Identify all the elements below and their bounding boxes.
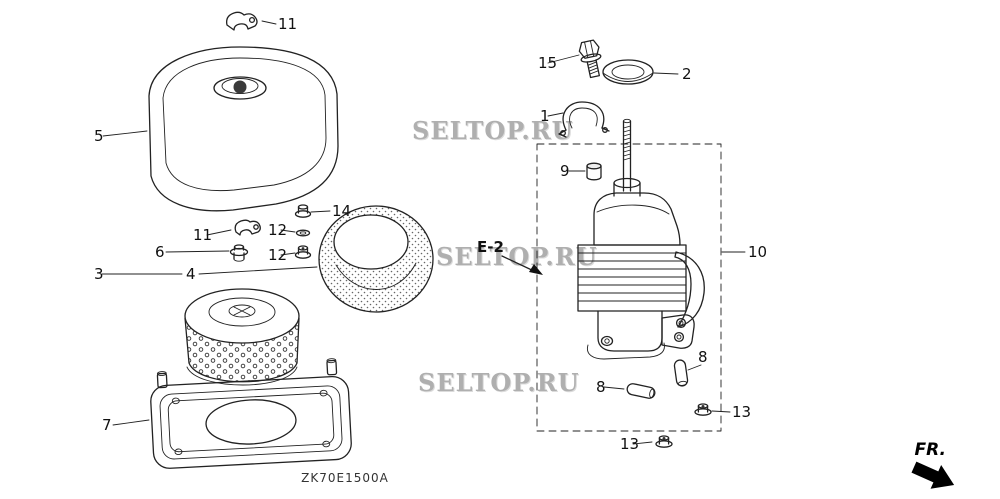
fr-label: FR.	[915, 440, 946, 460]
callout-label: 7	[102, 416, 112, 434]
assembly-boundary-10	[536, 143, 722, 432]
callout-label: 11	[278, 15, 297, 33]
tube-8-left	[626, 383, 656, 399]
nut-13-right	[694, 403, 712, 416]
e2-arrow	[501, 255, 543, 275]
base-plate-7	[150, 358, 352, 469]
callout-label: 1	[540, 107, 550, 125]
callout-label: 10	[748, 243, 767, 261]
nut-14	[294, 204, 312, 218]
grommet-6	[229, 244, 249, 262]
callout-label: 2	[682, 65, 692, 83]
spacer-9	[586, 162, 602, 181]
gasket-2	[602, 59, 654, 85]
callout-label: 11	[193, 226, 212, 244]
callout-label: 3	[94, 265, 104, 283]
paper-element-3	[184, 288, 300, 386]
tube-8-right	[673, 359, 689, 387]
callout-label: 12	[268, 246, 287, 264]
callout-label: 12	[268, 221, 287, 239]
nut-13-bottom	[655, 435, 673, 448]
callout-label: 6	[155, 243, 165, 261]
stud-bolt	[622, 118, 632, 192]
cover-5	[148, 46, 339, 212]
callout-label: 14	[332, 202, 351, 220]
leader-lines	[101, 20, 746, 445]
callout-label: 5	[94, 127, 104, 145]
air-cleaner-case-10	[577, 177, 705, 360]
washer-12	[295, 229, 311, 237]
detail-ref-label: E-2	[477, 238, 504, 256]
clip-11-top	[226, 11, 258, 31]
foam-element-4	[318, 205, 434, 313]
nut-12	[294, 245, 312, 259]
bolt-15	[578, 39, 602, 79]
callout-label: 9	[560, 162, 570, 180]
callout-label: 15	[538, 54, 557, 72]
clip-11-lower	[234, 219, 261, 236]
diagram-code: ZK70E1500A	[301, 471, 389, 485]
cover-cap-center	[233, 80, 247, 94]
fr-arrow-icon	[911, 461, 955, 489]
clamp-1	[558, 101, 610, 138]
callout-label: 4	[186, 265, 196, 283]
callout-label: 8	[596, 378, 606, 396]
callout-label: 13	[732, 403, 751, 421]
callout-label: 13	[620, 435, 639, 453]
callout-label: 8	[698, 348, 708, 366]
